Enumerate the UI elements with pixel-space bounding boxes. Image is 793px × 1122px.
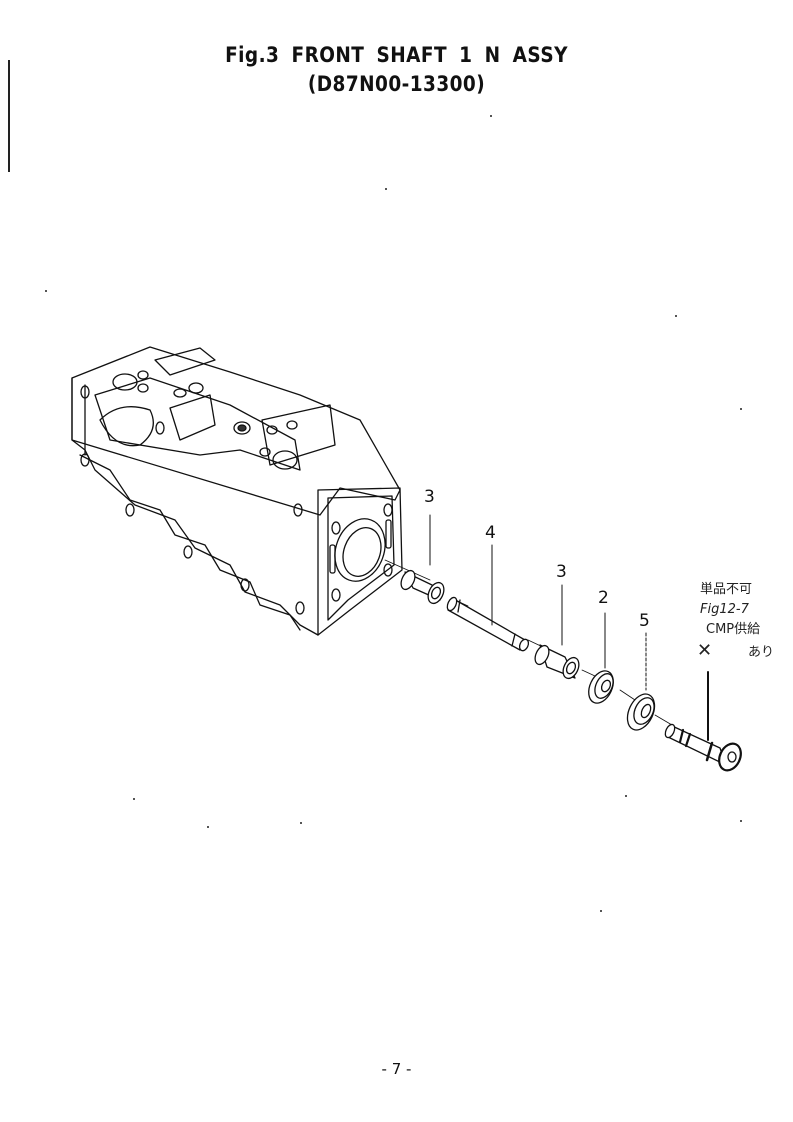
callout-5-bearing: 5 [639,611,650,631]
scan-speck [207,826,209,828]
binder-edge-dots [8,155,10,175]
handwritten-note-line3: CMP供給 [706,622,761,637]
page-number: - 7 - [381,1060,412,1078]
scan-speck [740,408,742,410]
handwritten-note-line2: Fig12-7 [700,602,749,617]
scan-speck [300,822,302,824]
scan-speck [45,290,47,292]
scan-speck [740,820,742,822]
binder-edge-line [8,60,10,170]
callout-2-bearing: 2 [598,588,609,608]
scan-speck [490,115,492,117]
callout-3-front-bushing: 3 [556,562,567,582]
bearing-5 [626,693,656,731]
front-shaft-end [664,723,742,772]
scan-speck [625,795,627,797]
housing-case [71,346,403,636]
handwritten-note-line1: 単品不可 [700,582,753,597]
scan-speck [385,188,387,190]
part-number: (D87N00-13300) [307,72,486,96]
handwritten-cross-mark: ✕ [697,640,713,661]
bushing-rear [400,569,445,605]
scan-speck [133,798,135,800]
figure-title: Fig.3 FRONT SHAFT 1 N ASSY [225,43,568,67]
bushing-front [534,644,580,680]
callout-3-rear-bushing: 3 [424,487,435,507]
scan-speck [675,315,677,317]
handwritten-note-line4: あり [748,645,775,660]
bearing-2 [588,670,614,704]
shaft [446,596,530,652]
scan-speck [600,910,602,912]
callout-4-shaft: 4 [485,523,496,543]
